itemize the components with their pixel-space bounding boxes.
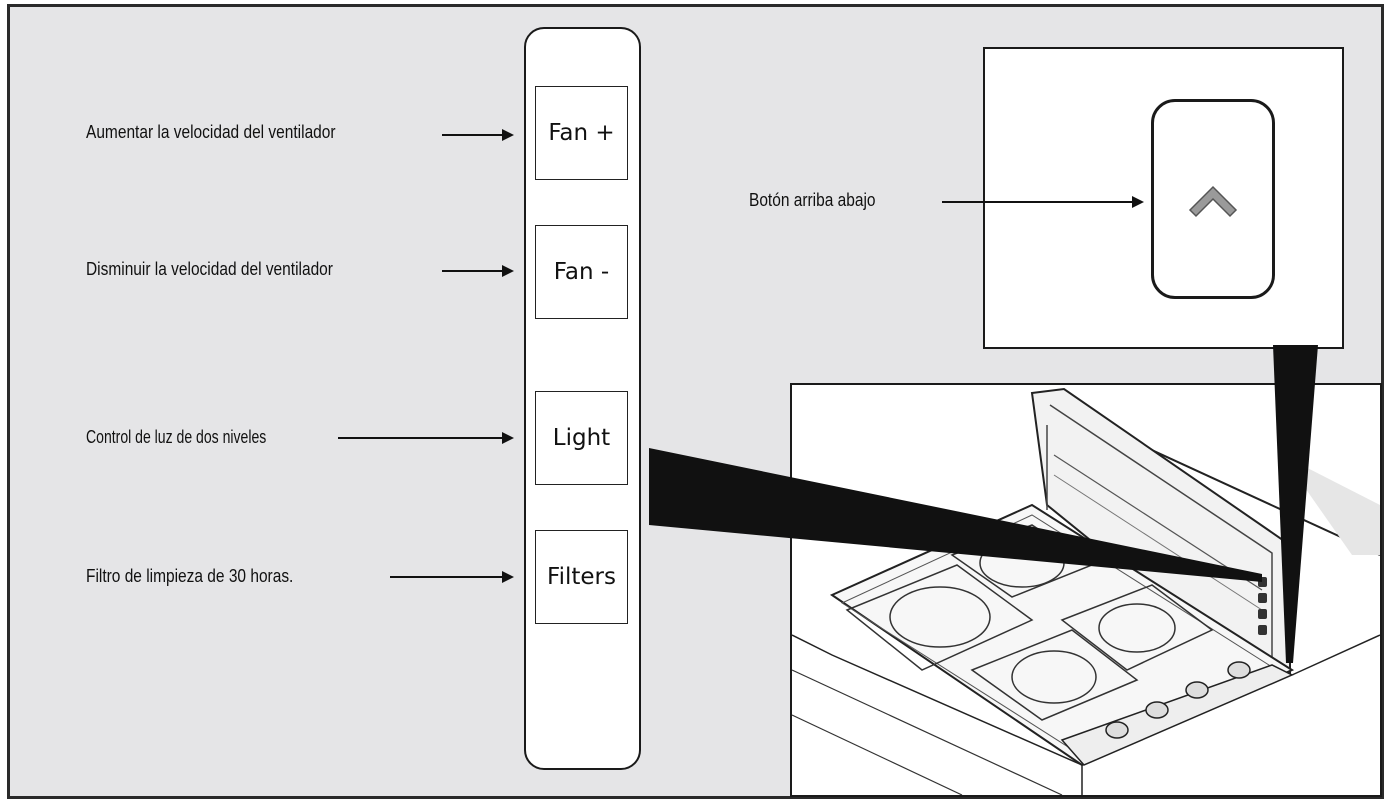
- control-panel: Fan + Fan - Light Filters: [524, 27, 641, 770]
- fan-up-button[interactable]: Fan +: [535, 86, 628, 180]
- label-updown: Botón arriba abajo: [749, 190, 876, 210]
- updown-inset: [983, 47, 1344, 349]
- cooktop-scene: [790, 383, 1382, 797]
- arrow-updown: [942, 196, 1144, 208]
- cooktop-illustration: [792, 387, 1380, 795]
- fan-down-button[interactable]: Fan -: [535, 225, 628, 319]
- arrow-fan-up: [442, 129, 514, 141]
- arrow-fan-down: [442, 265, 514, 277]
- filters-button[interactable]: Filters: [535, 530, 628, 624]
- chevron-up-icon: [1188, 185, 1238, 218]
- label-fan-up: Aumentar la velocidad del ventilador: [86, 122, 336, 142]
- light-button[interactable]: Light: [535, 391, 628, 485]
- arrow-light: [338, 432, 514, 444]
- updown-button[interactable]: [1151, 99, 1275, 299]
- label-light: Control de luz de dos niveles: [86, 427, 267, 447]
- arrow-filters: [390, 571, 514, 583]
- label-filters: Filtro de limpieza de 30 horas.: [86, 566, 294, 586]
- label-fan-down: Disminuir la velocidad del ventilador: [86, 259, 333, 279]
